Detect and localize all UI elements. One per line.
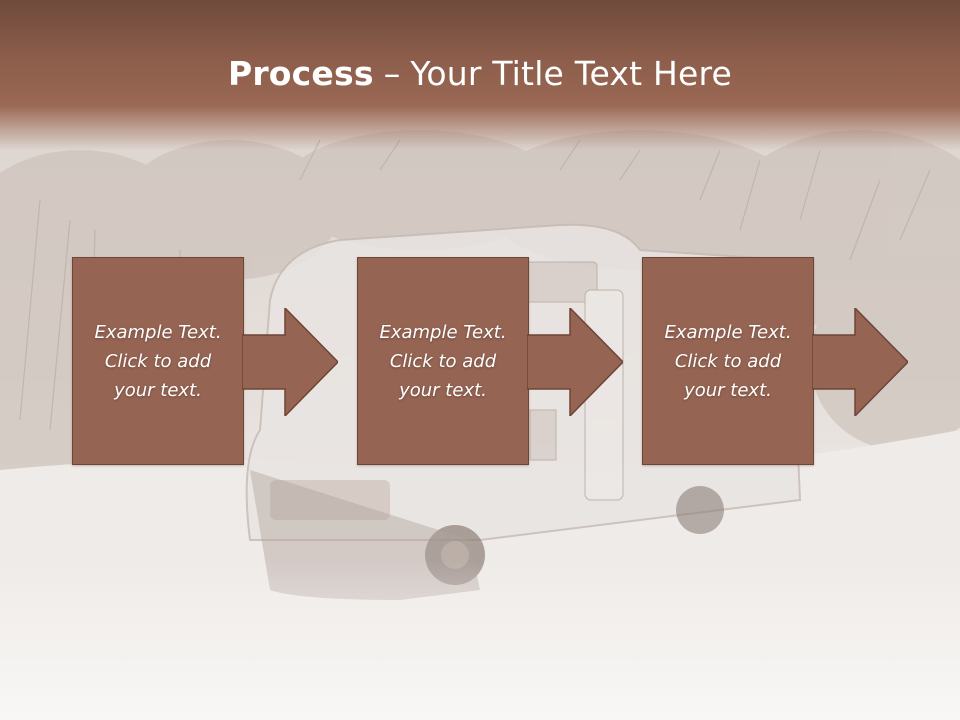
- step-3-line-2: Click to add: [674, 350, 782, 372]
- right-arrow-icon[interactable]: [527, 308, 623, 416]
- step-2-line-1: Example Text.: [379, 321, 507, 343]
- process-step-2[interactable]: Example Text. Click to add your text.: [357, 257, 529, 465]
- process-step-1[interactable]: Example Text. Click to add your text.: [72, 257, 244, 465]
- title-band: [0, 0, 960, 150]
- step-3-line-1: Example Text.: [664, 321, 792, 343]
- step-1-text: Example Text. Click to add your text.: [83, 318, 233, 405]
- right-arrow-icon[interactable]: [812, 308, 908, 416]
- title-bold: Process: [227, 54, 374, 93]
- slide-title[interactable]: Process–Your Title Text Here: [0, 54, 960, 93]
- step-2-text: Example Text. Click to add your text.: [368, 318, 518, 405]
- step-2-line-2: Click to add: [389, 350, 497, 372]
- step-3-text: Example Text. Click to add your text.: [653, 318, 803, 405]
- process-step-3[interactable]: Example Text. Click to add your text.: [642, 257, 814, 465]
- step-1-line-2: Click to add: [104, 350, 212, 372]
- title-separator: –: [383, 54, 401, 93]
- step-1-line-3: your text.: [114, 379, 202, 401]
- step-1-line-1: Example Text.: [94, 321, 222, 343]
- title-rest: Your Title Text Here: [410, 54, 733, 93]
- step-3-line-3: your text.: [684, 379, 772, 401]
- right-arrow-icon[interactable]: [242, 308, 338, 416]
- step-2-line-3: your text.: [399, 379, 487, 401]
